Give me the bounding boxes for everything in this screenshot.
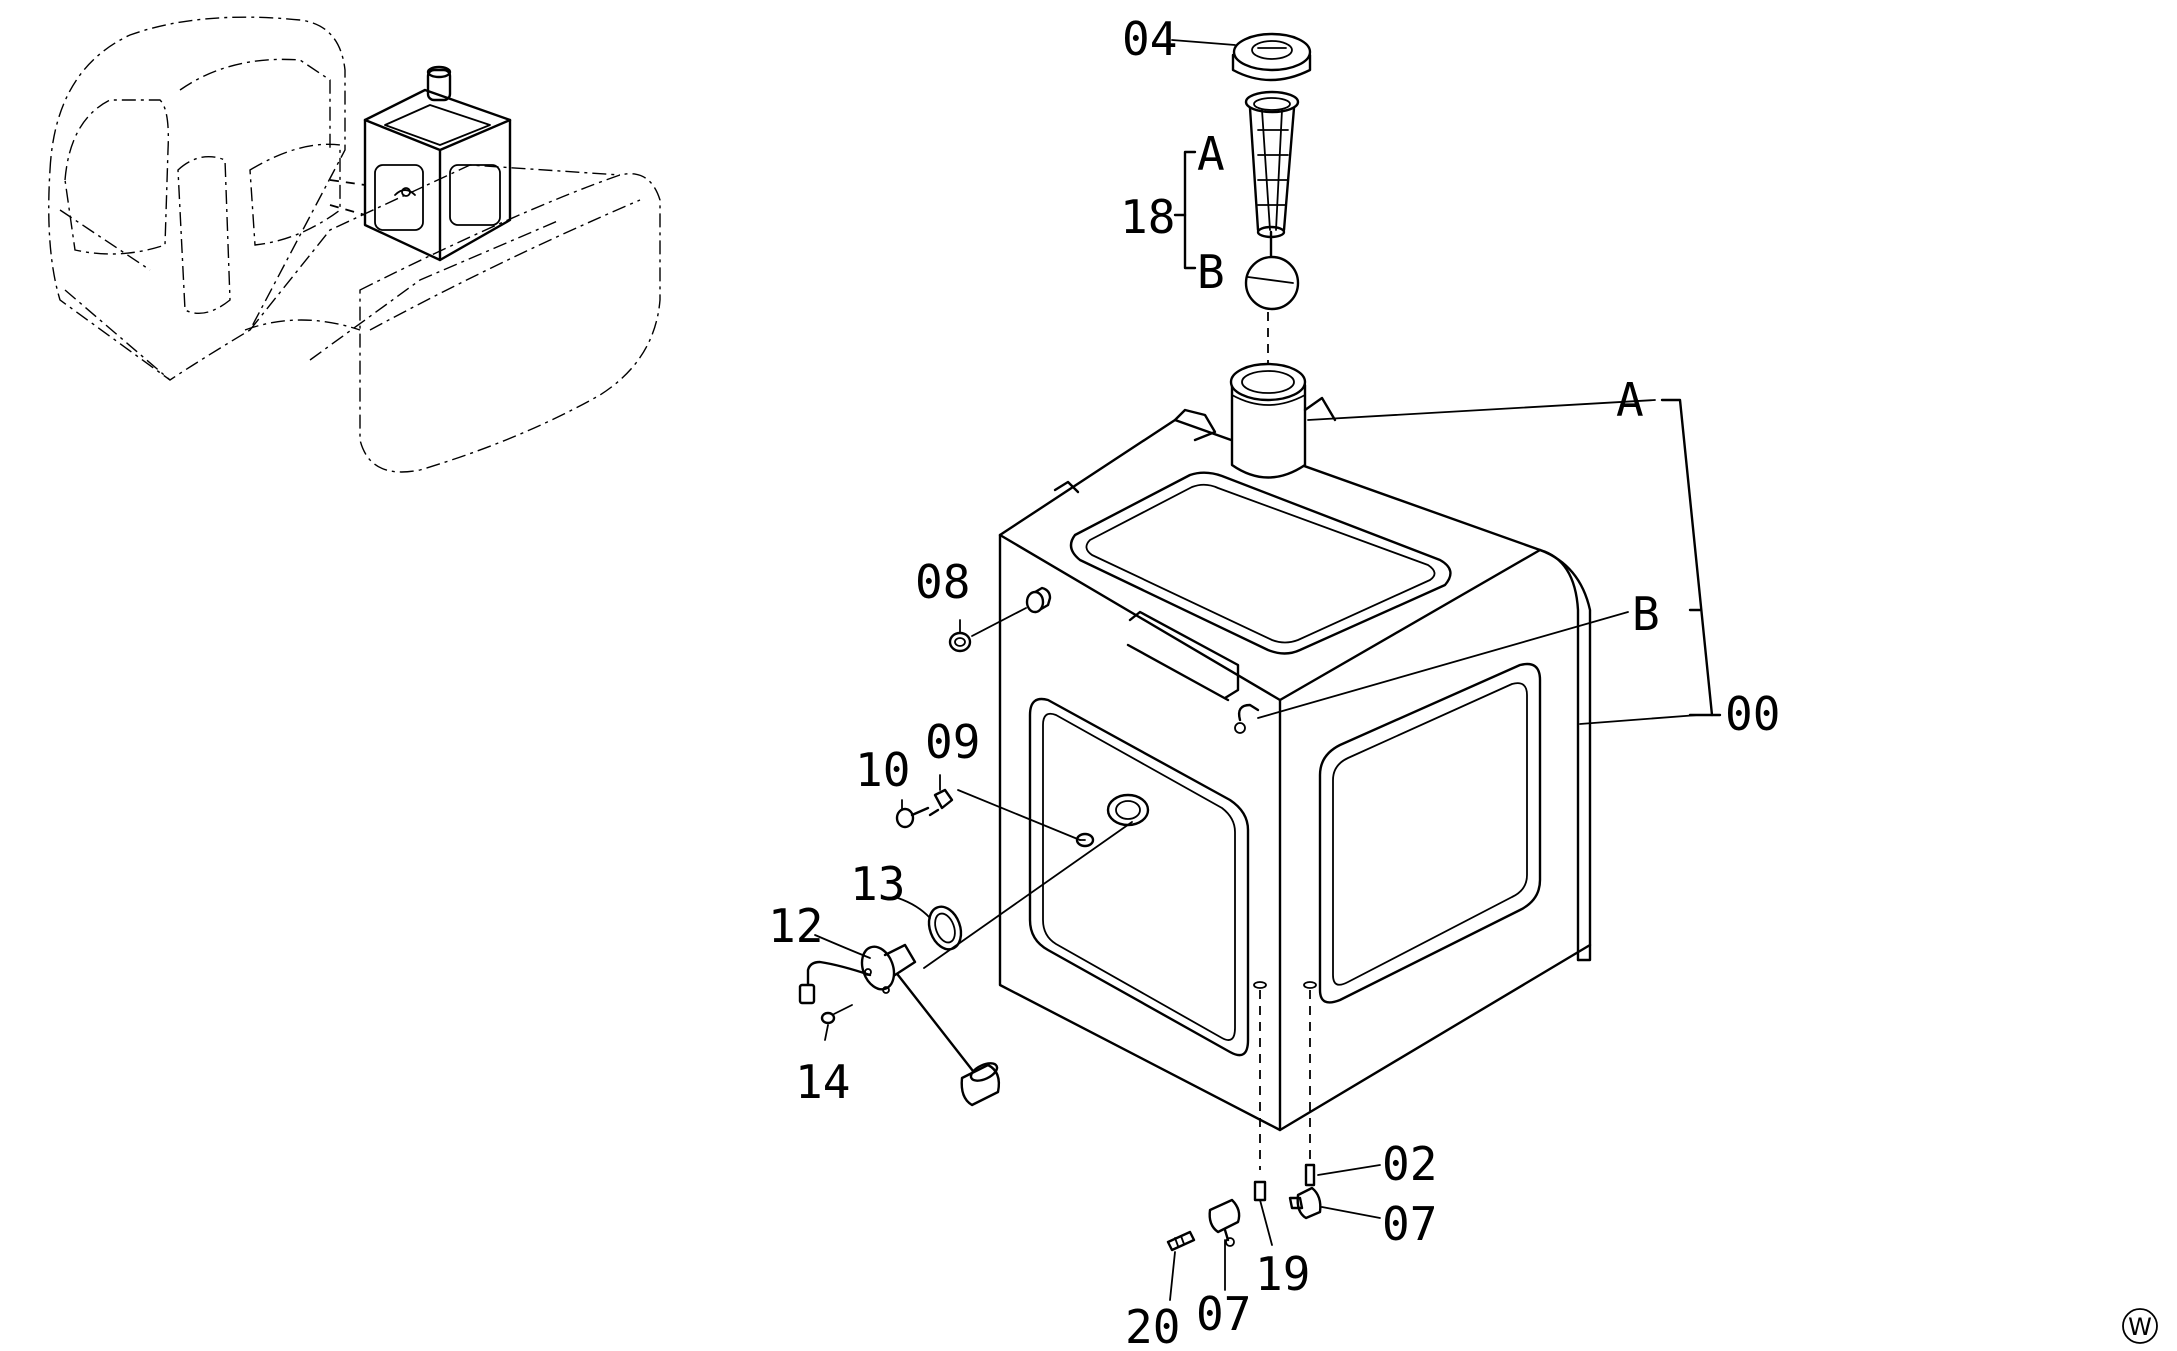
tank-cap <box>1231 32 1312 82</box>
machine-overview-inset <box>48 16 661 473</box>
gasket-13 <box>927 905 963 951</box>
callout-07-right: 07 <box>1382 1197 1437 1251</box>
tank-highlight-mini <box>329 65 512 262</box>
corner-mark: W <box>2122 1308 2158 1344</box>
callout-10: 10 <box>855 743 910 797</box>
callout-labels: 04 A 18 B A B 00 08 09 10 13 12 14 02 07… <box>768 12 1780 1351</box>
callout-09: 09 <box>925 715 980 769</box>
callout-04: 04 <box>1122 12 1177 66</box>
callout-18: 18 <box>1120 190 1175 244</box>
callout-13: 13 <box>850 857 905 911</box>
filler-neck <box>1229 362 1307 479</box>
callout-14: 14 <box>795 1055 850 1109</box>
callout-07-bottom: 07 <box>1196 1287 1251 1341</box>
strainer <box>1244 90 1300 365</box>
callout-b-tank: B <box>1632 587 1660 641</box>
callout-19: 19 <box>1255 1247 1310 1301</box>
callout-08: 08 <box>915 555 970 609</box>
callout-12: 12 <box>768 899 823 953</box>
level-sensor-12 <box>798 821 1133 1107</box>
hydraulic-tank <box>998 362 1592 1132</box>
callout-a-strainer: A <box>1197 127 1225 181</box>
plug-08 <box>948 586 1052 653</box>
screw-14 <box>820 1004 853 1025</box>
clamp-09-bolt-10 <box>895 788 1086 841</box>
callout-b-strainer: B <box>1197 245 1225 299</box>
corner-mark-letter: W <box>2128 1313 2152 1341</box>
leader-lines <box>814 39 1699 1301</box>
callout-00: 00 <box>1725 687 1780 741</box>
callout-20: 20 <box>1125 1300 1180 1351</box>
callout-a-tank: A <box>1616 373 1644 427</box>
drain-fittings <box>1166 990 1322 1252</box>
callout-02: 02 <box>1382 1137 1437 1191</box>
